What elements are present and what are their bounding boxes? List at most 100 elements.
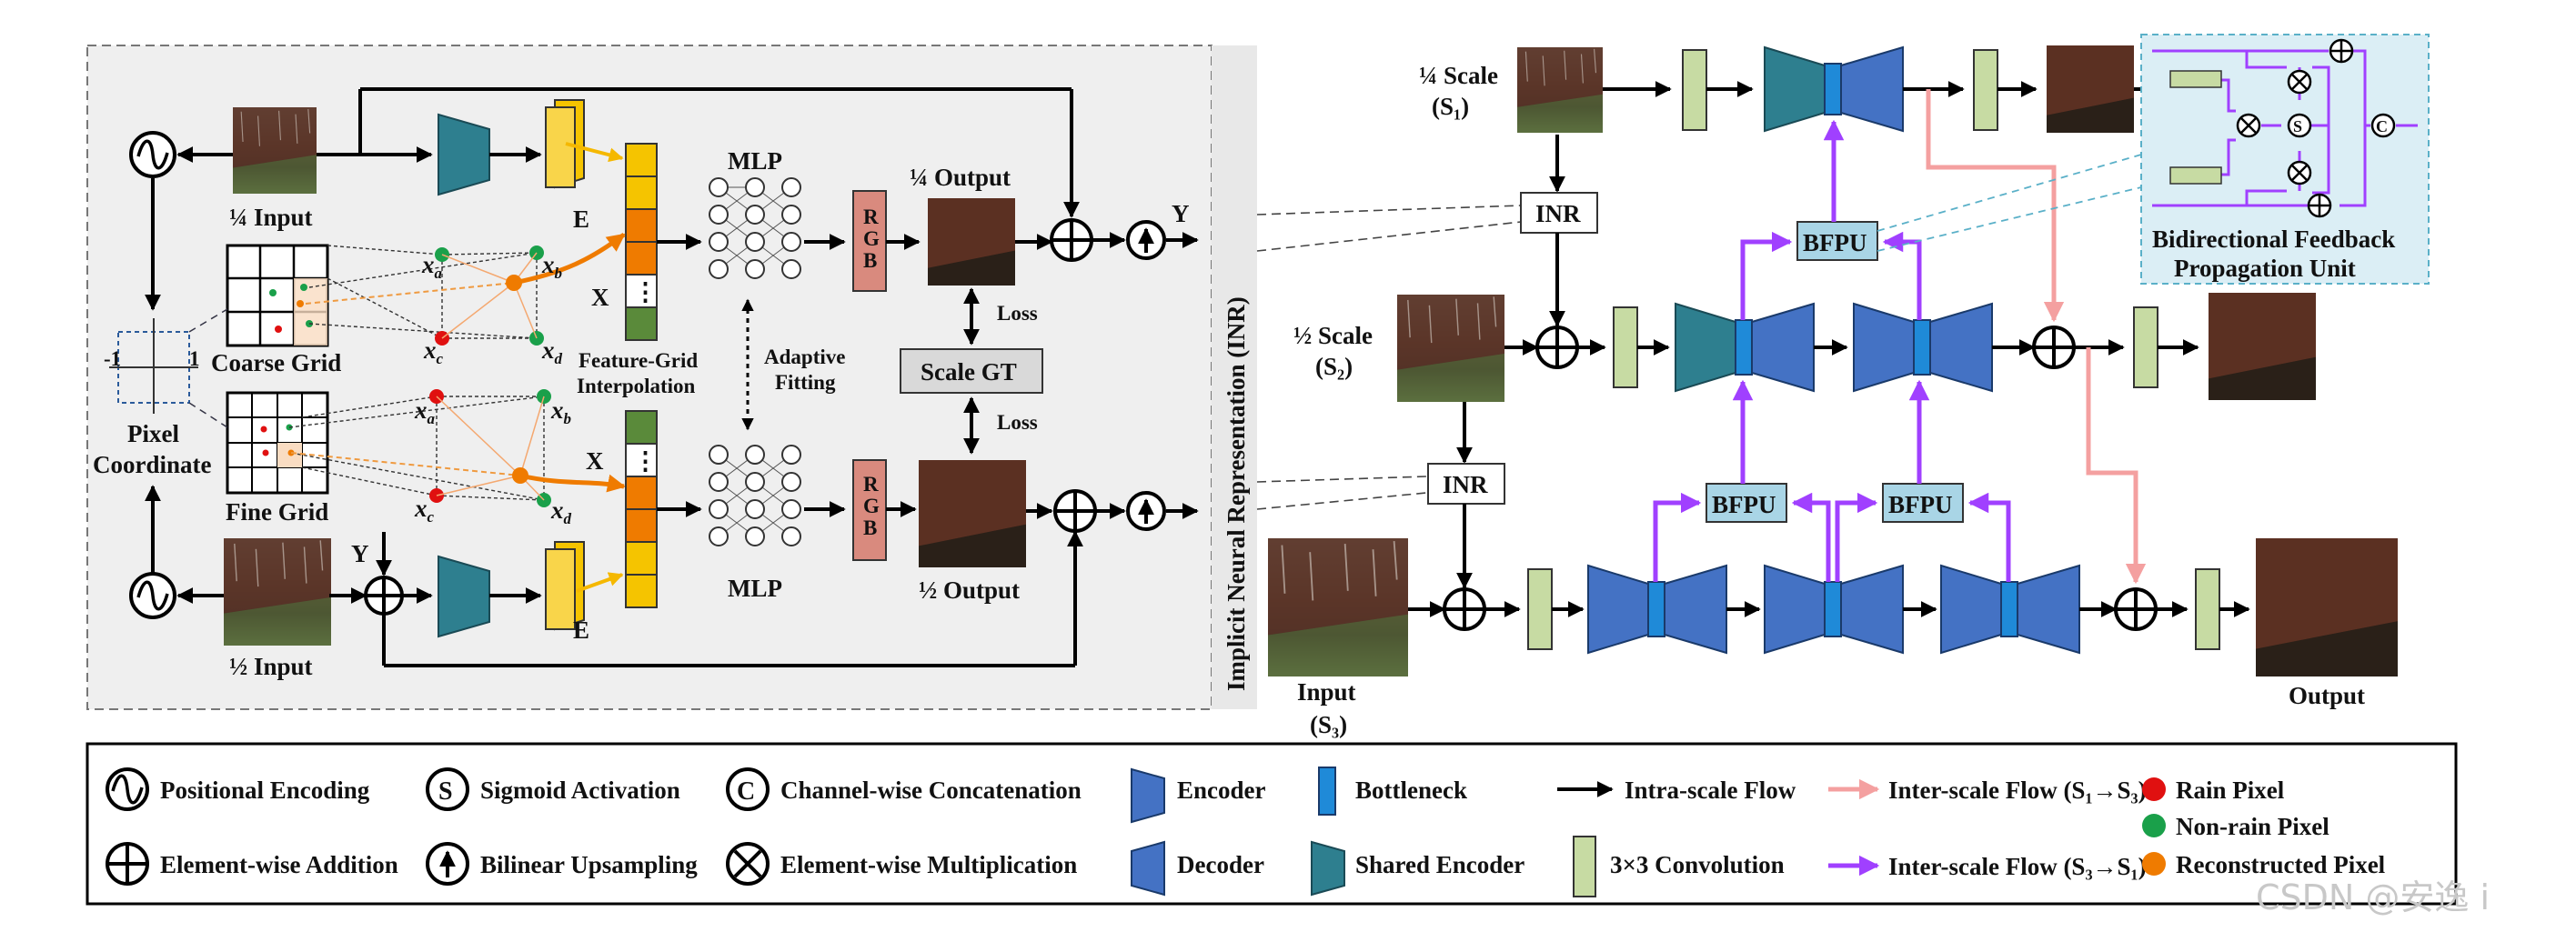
adaptive-fitting-label: Adaptive bbox=[764, 346, 845, 368]
concat-legend-icon: C bbox=[726, 767, 770, 811]
bilinear-upsampling-icon bbox=[1126, 220, 1166, 260]
scale-gt-label: Scale GT bbox=[921, 358, 1017, 386]
mlp-top bbox=[709, 177, 801, 279]
decoder-legend-icon bbox=[1131, 840, 1165, 897]
watermark: CSDN @安逸 i bbox=[2256, 877, 2490, 917]
output-label: Output bbox=[2289, 682, 2365, 709]
conv-block bbox=[1682, 49, 1707, 131]
conv-block bbox=[2133, 306, 2158, 388]
conv-legend-icon bbox=[1573, 836, 1596, 897]
quarter-output-image-right bbox=[2047, 45, 2134, 133]
feature-column-top bbox=[625, 143, 658, 341]
legend-decoder: Decoder bbox=[1177, 851, 1264, 878]
axis-pos1: 1 bbox=[189, 347, 200, 370]
positional-encoding-legend-icon bbox=[106, 767, 149, 811]
rgb-g: G bbox=[863, 495, 880, 517]
inr-title: Implicit Neural Representation (INR) bbox=[1223, 296, 1250, 691]
mlp-bottom bbox=[709, 445, 801, 546]
conv-block bbox=[1613, 306, 1638, 388]
half-output-label: ½ Output bbox=[919, 576, 1020, 604]
svg-text:S: S bbox=[438, 777, 453, 806]
decoder-shape bbox=[2017, 564, 2080, 655]
xa-label: xa bbox=[421, 251, 443, 282]
legend-reconstructed-pixel: Reconstructed Pixel bbox=[2176, 851, 2386, 878]
conv-block bbox=[2169, 166, 2222, 185]
non-rain-pixel-legend-icon bbox=[2142, 814, 2166, 837]
rain-pixel-legend-icon bbox=[2142, 777, 2166, 801]
rgb-b: B bbox=[863, 516, 877, 539]
inr-title-bar bbox=[1212, 45, 1257, 709]
bfpu-full-label: Bidirectional Feedback bbox=[2152, 225, 2395, 253]
rgb-g: G bbox=[863, 227, 880, 250]
half-scale-label: ½ Scale bbox=[1293, 322, 1373, 349]
legend-non-rain-pixel: Non-rain Pixel bbox=[2176, 813, 2329, 840]
inr-box-label: INR bbox=[1535, 200, 1581, 227]
shared-encoder-shape bbox=[438, 113, 490, 196]
bfpu-detail-links bbox=[1877, 154, 2142, 252]
legend-inter-scale-s3-s1: Inter-scale Flow (S₃→S₁) bbox=[1888, 853, 2147, 880]
inter-scale-flow-s3-s1 bbox=[1653, 119, 2011, 582]
legend-bilinear: Bilinear Upsampling bbox=[480, 851, 698, 878]
quarter-output-image bbox=[928, 198, 1015, 286]
xb-label: xb bbox=[541, 251, 562, 282]
legend-element-wise-addition: Element-wise Addition bbox=[160, 851, 398, 878]
positional-encoding-icon bbox=[129, 131, 176, 178]
encoder-letter: E bbox=[573, 616, 589, 644]
quarter-input-image bbox=[232, 106, 317, 195]
rgb-r: R bbox=[863, 205, 879, 228]
scale-gt-box bbox=[900, 348, 1043, 394]
input-s3-label: (S₃) bbox=[1310, 711, 1347, 738]
quarter-output-label: ¼ Output bbox=[910, 164, 1011, 191]
xc-label: xc bbox=[423, 336, 444, 367]
half-input-label: ½ Input bbox=[229, 653, 313, 680]
addition-icon bbox=[2329, 38, 2354, 64]
axis-neg1: -1 bbox=[104, 347, 121, 370]
decoder-shape bbox=[1751, 302, 1815, 393]
vertical-dots: ⋮ bbox=[633, 278, 658, 306]
positional-encoding-icon bbox=[129, 572, 176, 619]
bottleneck-block bbox=[1913, 319, 1931, 376]
coarse-grid-label: Coarse Grid bbox=[211, 349, 341, 376]
legend-encoder: Encoder bbox=[1177, 777, 1266, 804]
addition-icon bbox=[1443, 587, 1486, 631]
loss-label-top: Loss bbox=[997, 302, 1038, 325]
addition-icon bbox=[2032, 326, 2076, 369]
inr-box-label: INR bbox=[1443, 471, 1488, 498]
multiplication-legend-icon bbox=[726, 842, 770, 886]
input-s3-image bbox=[1267, 537, 1409, 677]
concat-icon: C bbox=[2370, 113, 2396, 138]
legend-inter-scale-s1-s3: Inter-scale Flow (S₁→S₃) bbox=[1888, 777, 2147, 804]
bfpu-box bbox=[1796, 221, 1878, 261]
quarter-scale-image bbox=[1516, 46, 1604, 134]
legend-conv: 3×3 Convolution bbox=[1610, 851, 1785, 878]
legend-concat: Channel-wise Concatenation bbox=[780, 777, 1082, 804]
legend-sigmoid: Sigmoid Activation bbox=[480, 777, 680, 804]
legend-multiplication: Element-wise Multiplication bbox=[780, 851, 1077, 878]
addition-icon bbox=[2114, 587, 2158, 631]
xd-label-fine: xd bbox=[550, 496, 572, 527]
quarter-input-label: ¼ Input bbox=[229, 204, 313, 231]
xa-label-fine: xa bbox=[414, 396, 436, 427]
rgb-block-top bbox=[852, 190, 887, 292]
decoder-shape bbox=[1929, 302, 1993, 393]
bfpu-label: BFPU bbox=[1803, 229, 1867, 256]
addition-legend-icon bbox=[106, 842, 149, 886]
addition-icon bbox=[1050, 218, 1093, 262]
y-label-bottom: Y bbox=[351, 540, 369, 567]
vertical-dots: ⋮ bbox=[633, 447, 658, 475]
xd-label: xd bbox=[541, 336, 563, 367]
svg-text:C: C bbox=[2376, 117, 2388, 135]
bfpu-detail-lines bbox=[2152, 49, 2418, 207]
conv-block bbox=[2169, 70, 2222, 88]
output-image bbox=[2256, 538, 2398, 676]
mlp-label-bottom: MLP bbox=[728, 575, 782, 602]
shared-encoder-shape bbox=[438, 555, 490, 638]
pixel-coordinate-label: Pixel bbox=[127, 420, 179, 447]
rgb-r: R bbox=[863, 473, 879, 496]
x-label-top: X bbox=[591, 284, 609, 311]
x-label-bottom: X bbox=[586, 447, 604, 475]
multiplication-icon bbox=[2236, 113, 2261, 138]
fine-grid-label: Fine Grid bbox=[226, 498, 328, 526]
half-input-image bbox=[223, 537, 332, 646]
fine-interp-lines bbox=[288, 396, 545, 501]
